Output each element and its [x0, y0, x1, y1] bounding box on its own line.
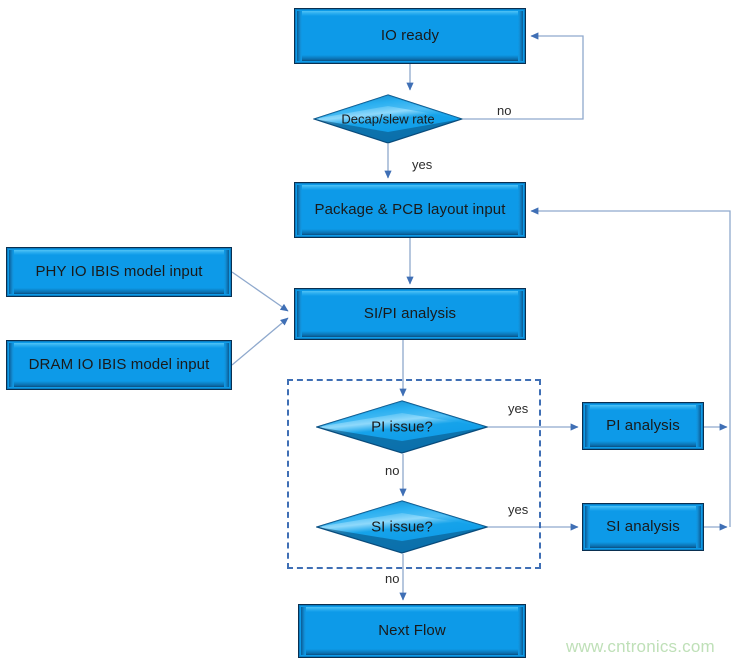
watermark: www.cntronics.com	[566, 637, 715, 656]
bevel	[295, 289, 525, 339]
bevel-right	[518, 185, 523, 235]
bevel-right	[518, 11, 523, 61]
node-pi-issue[interactable]: PI issue?	[316, 400, 488, 454]
bevel	[7, 248, 231, 296]
node-dram-io-ibis-model-input[interactable]: DRAM IO IBIS model input	[6, 340, 232, 390]
edge-label-si-yes: yes	[508, 502, 529, 517]
node-label: IO ready	[380, 27, 440, 44]
node-label: Decap/slew rate	[341, 111, 435, 127]
diamond-shape	[313, 94, 463, 144]
edge-label-decap-yes: yes	[412, 157, 433, 172]
edge-bus-to-pkg	[530, 207, 731, 527]
node-label: Next Flow	[378, 622, 446, 639]
node-pi-analysis[interactable]: PI analysis	[582, 402, 704, 450]
diamond-shape	[316, 400, 488, 454]
node-label: DRAM IO IBIS model input	[28, 356, 210, 373]
node-label: SI issue?	[371, 518, 433, 536]
edge-decap-no-to-ioready	[463, 32, 584, 120]
edge-label-pi-no: no	[385, 463, 400, 478]
node-io-ready[interactable]: IO ready	[294, 8, 526, 64]
bevel-left	[585, 506, 590, 548]
edge-phy-to-sipi	[231, 271, 289, 312]
node-label: SI analysis	[606, 518, 680, 535]
node-label: PHY IO IBIS model input	[35, 263, 203, 280]
bevel-right	[224, 343, 229, 387]
node-phy-io-ibis-model-input[interactable]: PHY IO IBIS model input	[6, 247, 232, 297]
bevel-left	[297, 291, 302, 337]
bevel-right	[696, 405, 701, 447]
bevel-right	[518, 607, 523, 655]
bevel-right	[224, 250, 229, 294]
node-si-pi-analysis[interactable]: SI/PI analysis	[294, 288, 526, 340]
bevel	[295, 9, 525, 63]
node-label: PI analysis	[606, 417, 680, 434]
edge-label-pi-yes: yes	[508, 401, 529, 416]
bevel	[583, 504, 703, 550]
bevel	[7, 341, 231, 389]
bevel-left	[9, 343, 14, 387]
decision-group-box	[287, 379, 541, 569]
node-label: SI/PI analysis	[363, 305, 457, 322]
node-decap-slew-rate[interactable]: Decap/slew rate	[313, 94, 463, 144]
node-label: Package & PCB layout input	[314, 201, 506, 218]
bevel	[583, 403, 703, 449]
bevel	[299, 605, 525, 657]
node-package-pcb-layout-input[interactable]: Package & PCB layout input	[294, 182, 526, 238]
bevel-right	[518, 291, 523, 337]
edge-label-decap-no: no	[497, 103, 512, 118]
bevel-left	[585, 405, 590, 447]
bevel-left	[297, 185, 302, 235]
edge-label-si-no: no	[385, 571, 400, 586]
node-next-flow[interactable]: Next Flow	[298, 604, 526, 658]
node-si-issue[interactable]: SI issue?	[316, 500, 488, 554]
bevel-left	[9, 250, 14, 294]
bevel	[295, 183, 525, 237]
bevel-right	[696, 506, 701, 548]
node-label: PI issue?	[371, 418, 433, 436]
bevel-left	[297, 11, 302, 61]
edge-dram-to-sipi	[231, 317, 289, 366]
node-si-analysis[interactable]: SI analysis	[582, 503, 704, 551]
bevel-left	[301, 607, 306, 655]
diamond-shape	[316, 500, 488, 554]
